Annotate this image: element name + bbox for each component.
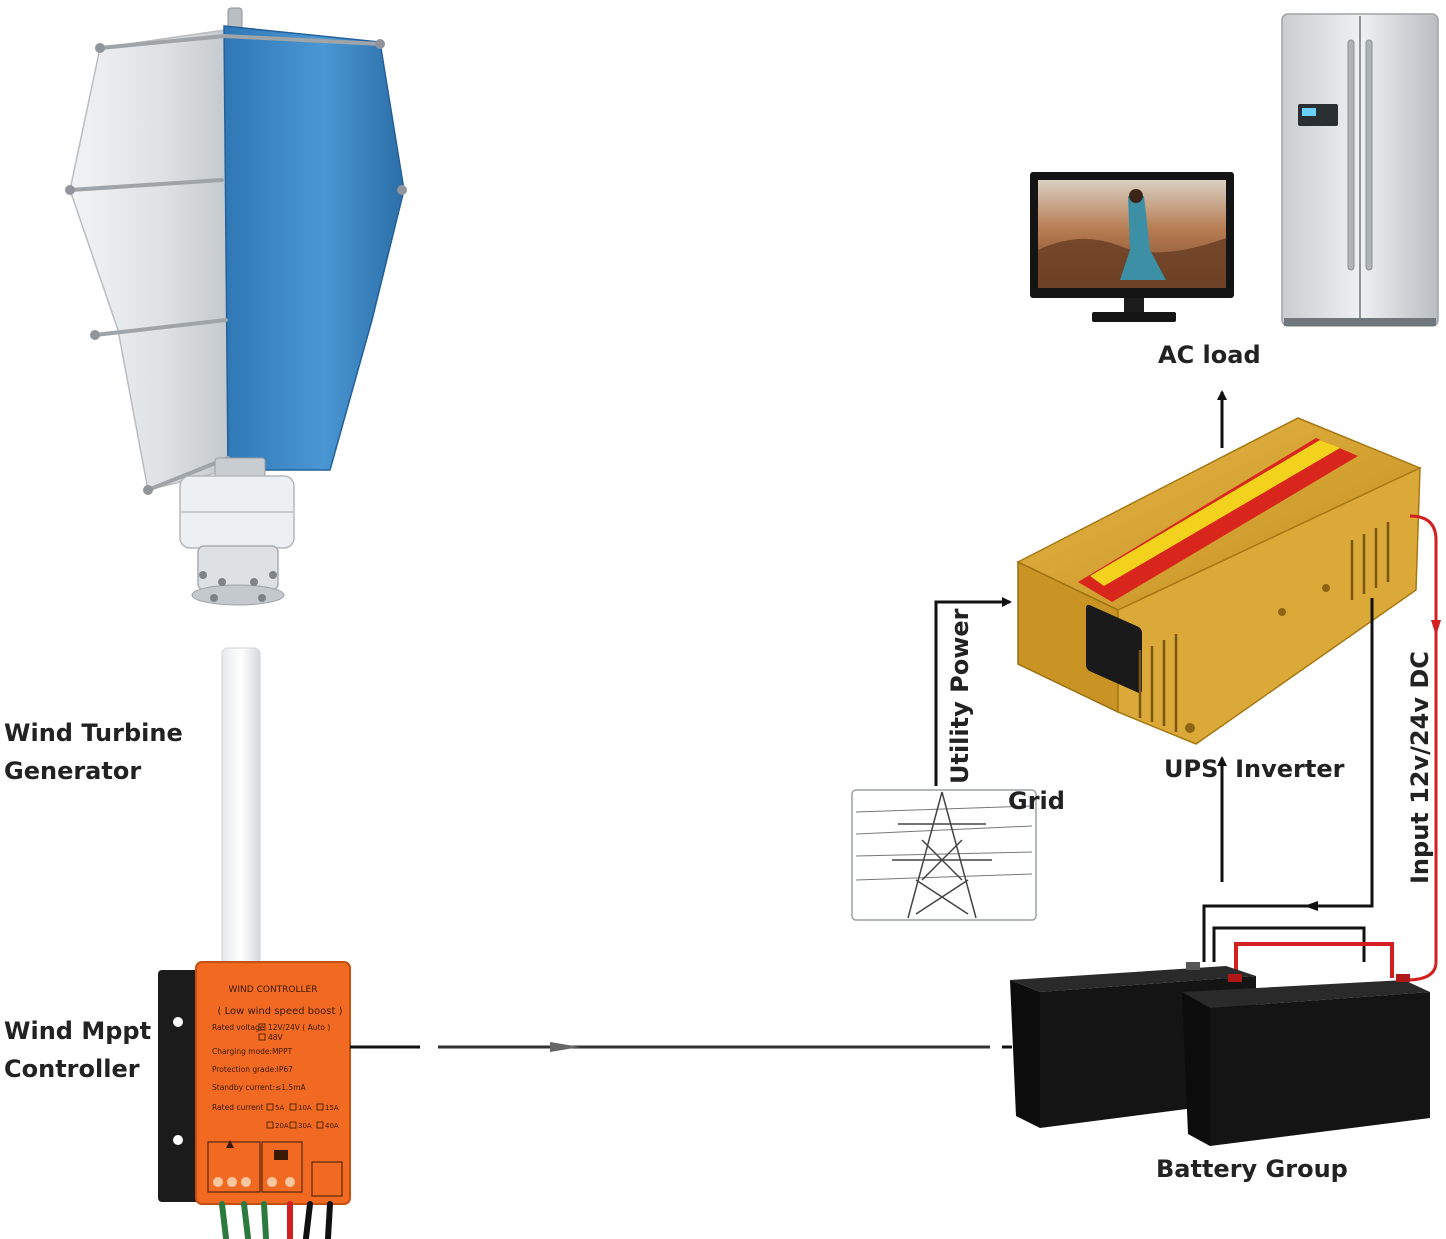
battery-right bbox=[1182, 974, 1430, 1146]
wind-turbine-image bbox=[65, 7, 407, 971]
wind-controller-image: WIND CONTROLLER ( Low wind speed boost )… bbox=[158, 961, 351, 1239]
wind-turbine-label-line1: Wind Turbine bbox=[4, 719, 183, 747]
grid-tower-image bbox=[851, 789, 1037, 921]
svg-text:Rated current: Rated current bbox=[212, 1103, 263, 1112]
ups-inverter-image bbox=[1016, 417, 1422, 745]
svg-text:10A: 10A bbox=[298, 1104, 312, 1112]
svg-text:20A: 20A bbox=[275, 1122, 289, 1130]
controller-body bbox=[195, 961, 351, 1205]
wind-turbine-label-line2: Generator bbox=[4, 757, 142, 785]
utility-power-label: Utility Power bbox=[946, 608, 974, 784]
controller-subtitle: ( Low wind speed boost ) bbox=[218, 1006, 343, 1017]
svg-text:12V/24V ( Auto ): 12V/24V ( Auto ) bbox=[268, 1023, 330, 1032]
svg-text:30A: 30A bbox=[298, 1122, 312, 1130]
ups-inverter-label: UPS Inverter bbox=[1164, 755, 1345, 783]
svg-text:48V: 48V bbox=[268, 1033, 284, 1042]
turbine-blue-blade bbox=[223, 25, 405, 471]
wind-controller-label: Wind Mppt Controller bbox=[4, 1012, 151, 1088]
wind-turbine-label: Wind Turbine Generator bbox=[4, 714, 183, 790]
controller-title: WIND CONTROLLER bbox=[229, 985, 318, 995]
turbine-white-blade bbox=[69, 29, 229, 491]
grid-label: Grid bbox=[1008, 787, 1065, 815]
battery-to-inverter-dc-positive-wire bbox=[1405, 514, 1438, 982]
svg-text:Rated voltage: Rated voltage bbox=[212, 1023, 265, 1032]
svg-text:40A: 40A bbox=[325, 1122, 339, 1130]
svg-text:15A: 15A bbox=[325, 1104, 339, 1112]
grid-to-inverter-line bbox=[934, 597, 1012, 786]
svg-text:5A: 5A bbox=[275, 1104, 284, 1112]
input-dc-label: Input 12v/24v DC bbox=[1406, 651, 1434, 884]
wind-controller-label-line1: Wind Mppt bbox=[4, 1017, 152, 1045]
battery-group-label: Battery Group bbox=[1156, 1155, 1348, 1183]
ac-load-label: AC load bbox=[1158, 341, 1261, 369]
turbine-hub bbox=[214, 457, 266, 479]
svg-text:Charging mode:MPPT: Charging mode:MPPT bbox=[212, 1047, 293, 1056]
tv-image bbox=[1030, 172, 1234, 322]
wind-controller-label-line2: Controller bbox=[4, 1055, 140, 1083]
svg-text:Protection grade:IP67: Protection grade:IP67 bbox=[212, 1065, 293, 1074]
svg-text:Standby current:≤1.5mA: Standby current:≤1.5mA bbox=[212, 1083, 306, 1092]
fridge-image bbox=[1281, 13, 1439, 327]
inverter-to-battery-negative-wire bbox=[1202, 598, 1374, 962]
turbine-flange bbox=[197, 545, 279, 591]
turbine-pole bbox=[221, 647, 261, 971]
battery-group-image bbox=[1010, 962, 1430, 1146]
